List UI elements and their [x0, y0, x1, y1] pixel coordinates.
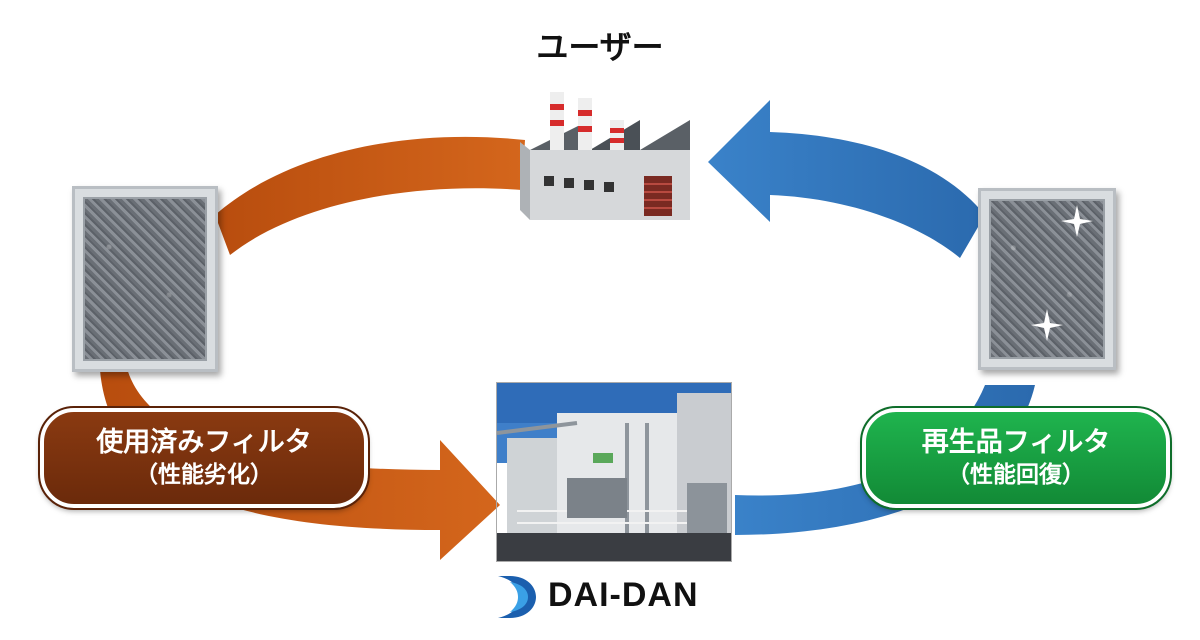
used-filter-label-line2: （性能劣化） — [135, 462, 273, 488]
regenerated-filter-label-line1: 再生品フィルタ — [921, 427, 1111, 458]
used-filter-label-line1: 使用済みフィルタ — [96, 427, 312, 458]
dai-dan-logo: DAI-DAN — [496, 574, 716, 620]
dai-dan-logo-text: DAI-DAN — [548, 576, 699, 614]
dai-dan-logo-icon — [498, 576, 536, 618]
used-filter-label: 使用済みフィルタ （性能劣化） — [38, 406, 370, 510]
orange-arc-top — [215, 136, 525, 255]
used-filter-image — [72, 186, 218, 372]
user-title: ユーザー — [536, 28, 664, 66]
regenerated-filter-image — [978, 188, 1116, 370]
blue-arrow-top — [708, 100, 985, 258]
orange-arc-bottom — [100, 360, 500, 560]
regenerated-filter-label-line2: （性能回復） — [947, 462, 1085, 488]
regenerated-filter-label: 再生品フィルタ （性能回復） — [860, 406, 1172, 510]
factory-icon — [520, 92, 690, 220]
blue-arc-bottom — [735, 385, 1035, 535]
sparkle-icon — [1031, 205, 1093, 341]
facility-photo — [496, 382, 732, 562]
